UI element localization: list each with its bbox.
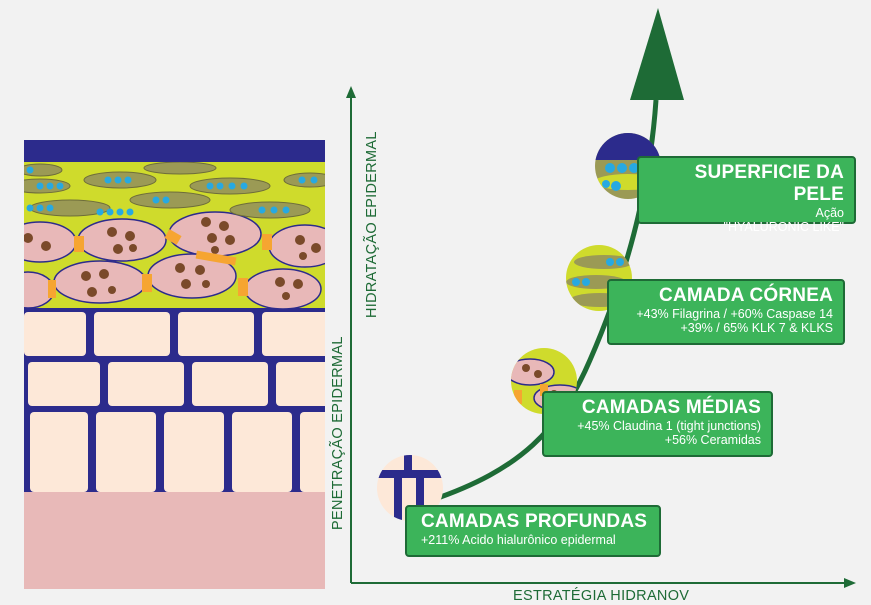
upper-basal-cells xyxy=(24,312,325,356)
stage-icon-deep xyxy=(377,455,443,521)
skin-cross-section xyxy=(24,140,325,589)
stage-card-corneum: CAMADA CÓRNEA +43% Filagrina / +60% Casp… xyxy=(607,279,845,345)
dermis-layer xyxy=(24,490,325,589)
x-axis-arrowhead xyxy=(844,578,856,588)
stage-detail: +45% Claudina 1 (tight junctions) xyxy=(577,419,761,433)
tight-junctions xyxy=(48,229,272,298)
stage-card-surface: SUPERFICIE DA PELE Ação "HYALURONIC LIKE… xyxy=(637,156,856,234)
y-axis-arrowhead xyxy=(346,86,356,98)
stage-detail: +56% Ceramidas xyxy=(664,433,761,447)
middle-basal-cells xyxy=(28,362,325,406)
skin-surface xyxy=(24,140,325,162)
y-axis-label-penetration: PENETRAÇÃO EPIDERMAL xyxy=(330,336,346,530)
stage-detail: +39% / 65% KLK 7 & KLKS xyxy=(680,321,833,335)
stage-card-middle: CAMADAS MÉDIAS +45% Claudina 1 (tight ju… xyxy=(542,391,773,457)
corneocytes xyxy=(24,161,325,219)
stage-card-deep: CAMADAS PROFUNDAS +211% Acido hialurônic… xyxy=(405,505,661,557)
stage-title: CAMADA CÓRNEA xyxy=(659,285,833,306)
stage-detail: +211% Acido hialurônico epidermal xyxy=(421,533,616,547)
stage-title: SUPERFICIE DA PELE xyxy=(694,162,844,205)
stage-detail: +43% Filagrina / +60% Caspase 14 xyxy=(636,307,833,321)
stage-detail: Ação xyxy=(815,206,845,220)
hydration-droplets xyxy=(26,166,318,216)
stage-title: CAMADAS PROFUNDAS xyxy=(421,511,648,532)
growth-arrowhead xyxy=(630,8,684,100)
axes xyxy=(346,86,856,588)
cell-nuclei xyxy=(24,217,321,300)
x-axis-label: ESTRATÉGIA HIDRANOV xyxy=(513,588,690,604)
lower-basal-cells xyxy=(30,412,325,492)
y-axis-label-hydration: HIDRATAÇÃO EPIDERMAL xyxy=(364,131,380,318)
stage-detail: "HYALURONIC LIKE" xyxy=(723,220,844,234)
stage-title: CAMADAS MÉDIAS xyxy=(581,397,761,418)
